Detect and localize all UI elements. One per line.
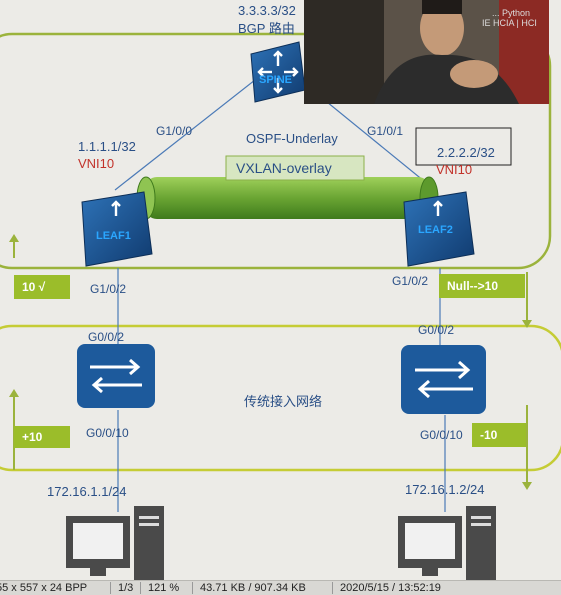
spine-protocol-label: BGP 路由 xyxy=(238,21,295,36)
presenter-video xyxy=(304,0,549,104)
switch-left-icon xyxy=(76,343,156,409)
spine-router-icon: SPINE xyxy=(245,40,307,104)
status-filesize: 43.71 KB / 907.34 KB xyxy=(200,582,306,594)
fabric-region-outline xyxy=(0,32,552,270)
arrowhead-left-top xyxy=(9,234,19,242)
image-viewer-statusbar: 55 x 557 x 24 BPP 1/3 121 % 43.71 KB / 9… xyxy=(0,580,561,595)
access-region-outline xyxy=(0,324,561,472)
switch-right-up-interface: G0/0/2 xyxy=(418,323,455,337)
left-uplink-interface: G1/0/0 xyxy=(156,124,193,138)
arrowhead-right-bottom xyxy=(522,482,532,490)
switch-icon xyxy=(77,344,155,408)
arrowhead-right-top xyxy=(522,320,532,328)
webcam-watermark-1: ... Python xyxy=(492,8,531,18)
tag-left-top: 10 √ xyxy=(14,275,70,299)
tag-left-bottom: +10 xyxy=(14,426,70,448)
underlay-label: OSPF-Underlay xyxy=(246,131,338,146)
network-diagram: SPINE LEAF1 LEAF2 xyxy=(0,0,561,580)
host-left-pc-icon xyxy=(66,506,166,580)
router-icon xyxy=(250,41,306,103)
status-dimensions: 55 x 557 x 24 BPP xyxy=(0,582,88,594)
status-page: 1/3 xyxy=(118,582,134,594)
leaf1-down-interface: G1/0/2 xyxy=(90,282,127,296)
leaf2-ip-label: 2.2.2.2/32 xyxy=(437,145,495,160)
switch-icon xyxy=(401,345,486,414)
switch-right-icon xyxy=(400,344,487,415)
host-right-pc-icon xyxy=(398,506,498,580)
right-uplink-interface: G1/0/1 xyxy=(367,124,404,138)
leaf2-down-interface: G1/0/2 xyxy=(392,274,429,288)
router-icon xyxy=(81,191,153,267)
switch-right-down-interface: G0/0/10 xyxy=(420,428,463,442)
access-network-label: 传统接入网络 xyxy=(244,394,323,409)
status-datetime: 2020/5/15 / 13:52:19 xyxy=(340,582,441,594)
leaf1-router-icon: LEAF1 xyxy=(78,188,156,270)
computer-icon xyxy=(398,506,496,580)
host-left-ip-label: 172.16.1.1/24 xyxy=(47,484,127,499)
webcam-overlay: ... Python IE HCIA | HCI xyxy=(304,0,549,104)
leaf1-label: LEAF1 xyxy=(96,230,131,242)
leaf2-router-icon: LEAF2 xyxy=(400,188,478,270)
vxlan-label-box xyxy=(225,155,365,181)
tag-right-top: Null-->10 xyxy=(439,274,525,298)
vxlan-tunnel xyxy=(145,177,430,219)
arrowhead-left-bottom xyxy=(9,389,19,397)
switch-left-down-interface: G0/0/10 xyxy=(86,426,129,440)
spine-label: SPINE xyxy=(259,74,293,86)
webcam-watermark-2: IE HCIA | HCI xyxy=(482,18,537,28)
status-zoom: 121 % xyxy=(148,582,180,594)
vxlan-overlay-label: VXLAN-overlay xyxy=(236,160,332,176)
leaf1-ip-label: 1.1.1.1/32 xyxy=(78,139,136,154)
leaf2-ip-callout-box xyxy=(415,127,512,166)
computer-icon xyxy=(66,506,164,580)
spine-ip-label: 3.3.3.3/32 xyxy=(238,3,296,18)
router-icon xyxy=(403,191,475,267)
leaf1-vni-label: VNI10 xyxy=(78,156,115,171)
tag-right-bottom: -10 xyxy=(472,423,526,447)
host-right-ip-label: 172.16.1.2/24 xyxy=(405,482,485,497)
link-spine-leaf1 xyxy=(114,79,256,191)
switch-left-up-interface: G0/0/2 xyxy=(88,330,125,344)
leaf2-label: LEAF2 xyxy=(418,224,453,236)
leaf2-vni-label: VNI10 xyxy=(436,162,473,177)
